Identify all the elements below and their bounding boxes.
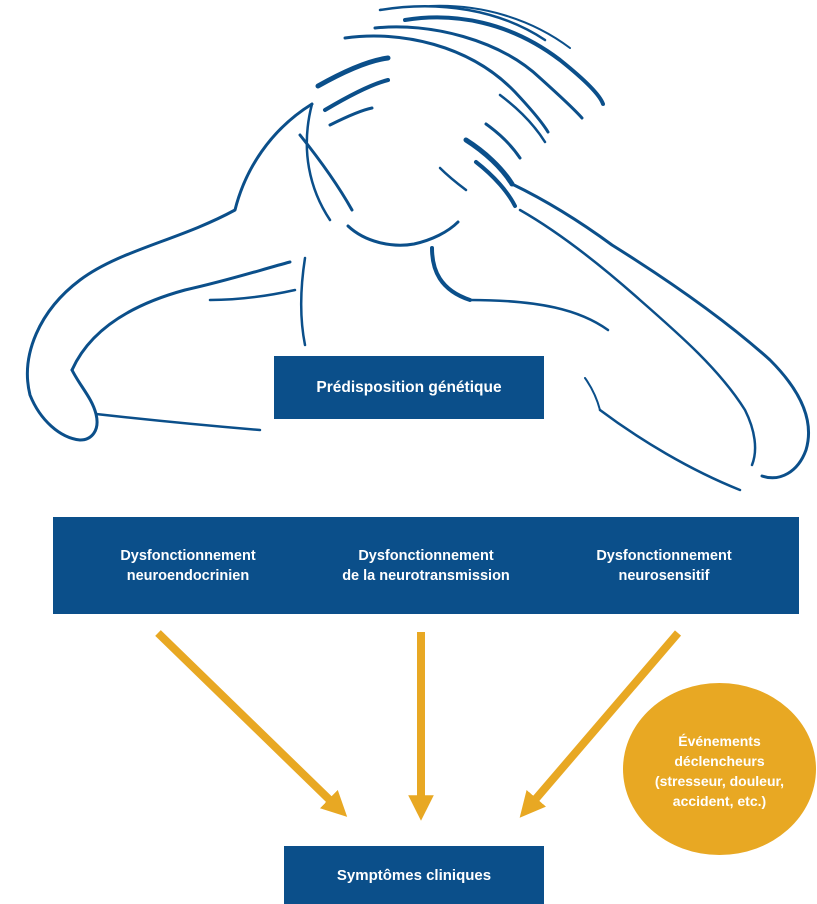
genetic-predisposition-label: Prédisposition génétique bbox=[316, 378, 502, 396]
genetic-predisposition-box: Prédisposition génétique bbox=[274, 356, 544, 419]
neuroendocrine-dysfunction-label: Dysfonctionnement neuroendocrinien bbox=[120, 547, 256, 584]
clinical-symptoms-box: Symptômes cliniques bbox=[284, 846, 544, 904]
dysfunctions-box: Dysfonctionnement neuroendocrinien Dysfo… bbox=[53, 517, 799, 614]
neurosensory-dysfunction-label: Dysfonctionnement neurosensitif bbox=[596, 547, 732, 584]
trigger-events-label: Événements déclencheurs (stresseur, doul… bbox=[654, 733, 785, 809]
trigger-events-circle: Événements déclencheurs (stresseur, doul… bbox=[623, 683, 816, 855]
clinical-symptoms-label: Symptômes cliniques bbox=[336, 866, 492, 884]
arrow-left bbox=[155, 630, 348, 817]
arrow-right bbox=[519, 630, 682, 818]
neurotransmission-dysfunction-label: Dysfonctionnement de la neurotransmissio… bbox=[342, 547, 510, 584]
